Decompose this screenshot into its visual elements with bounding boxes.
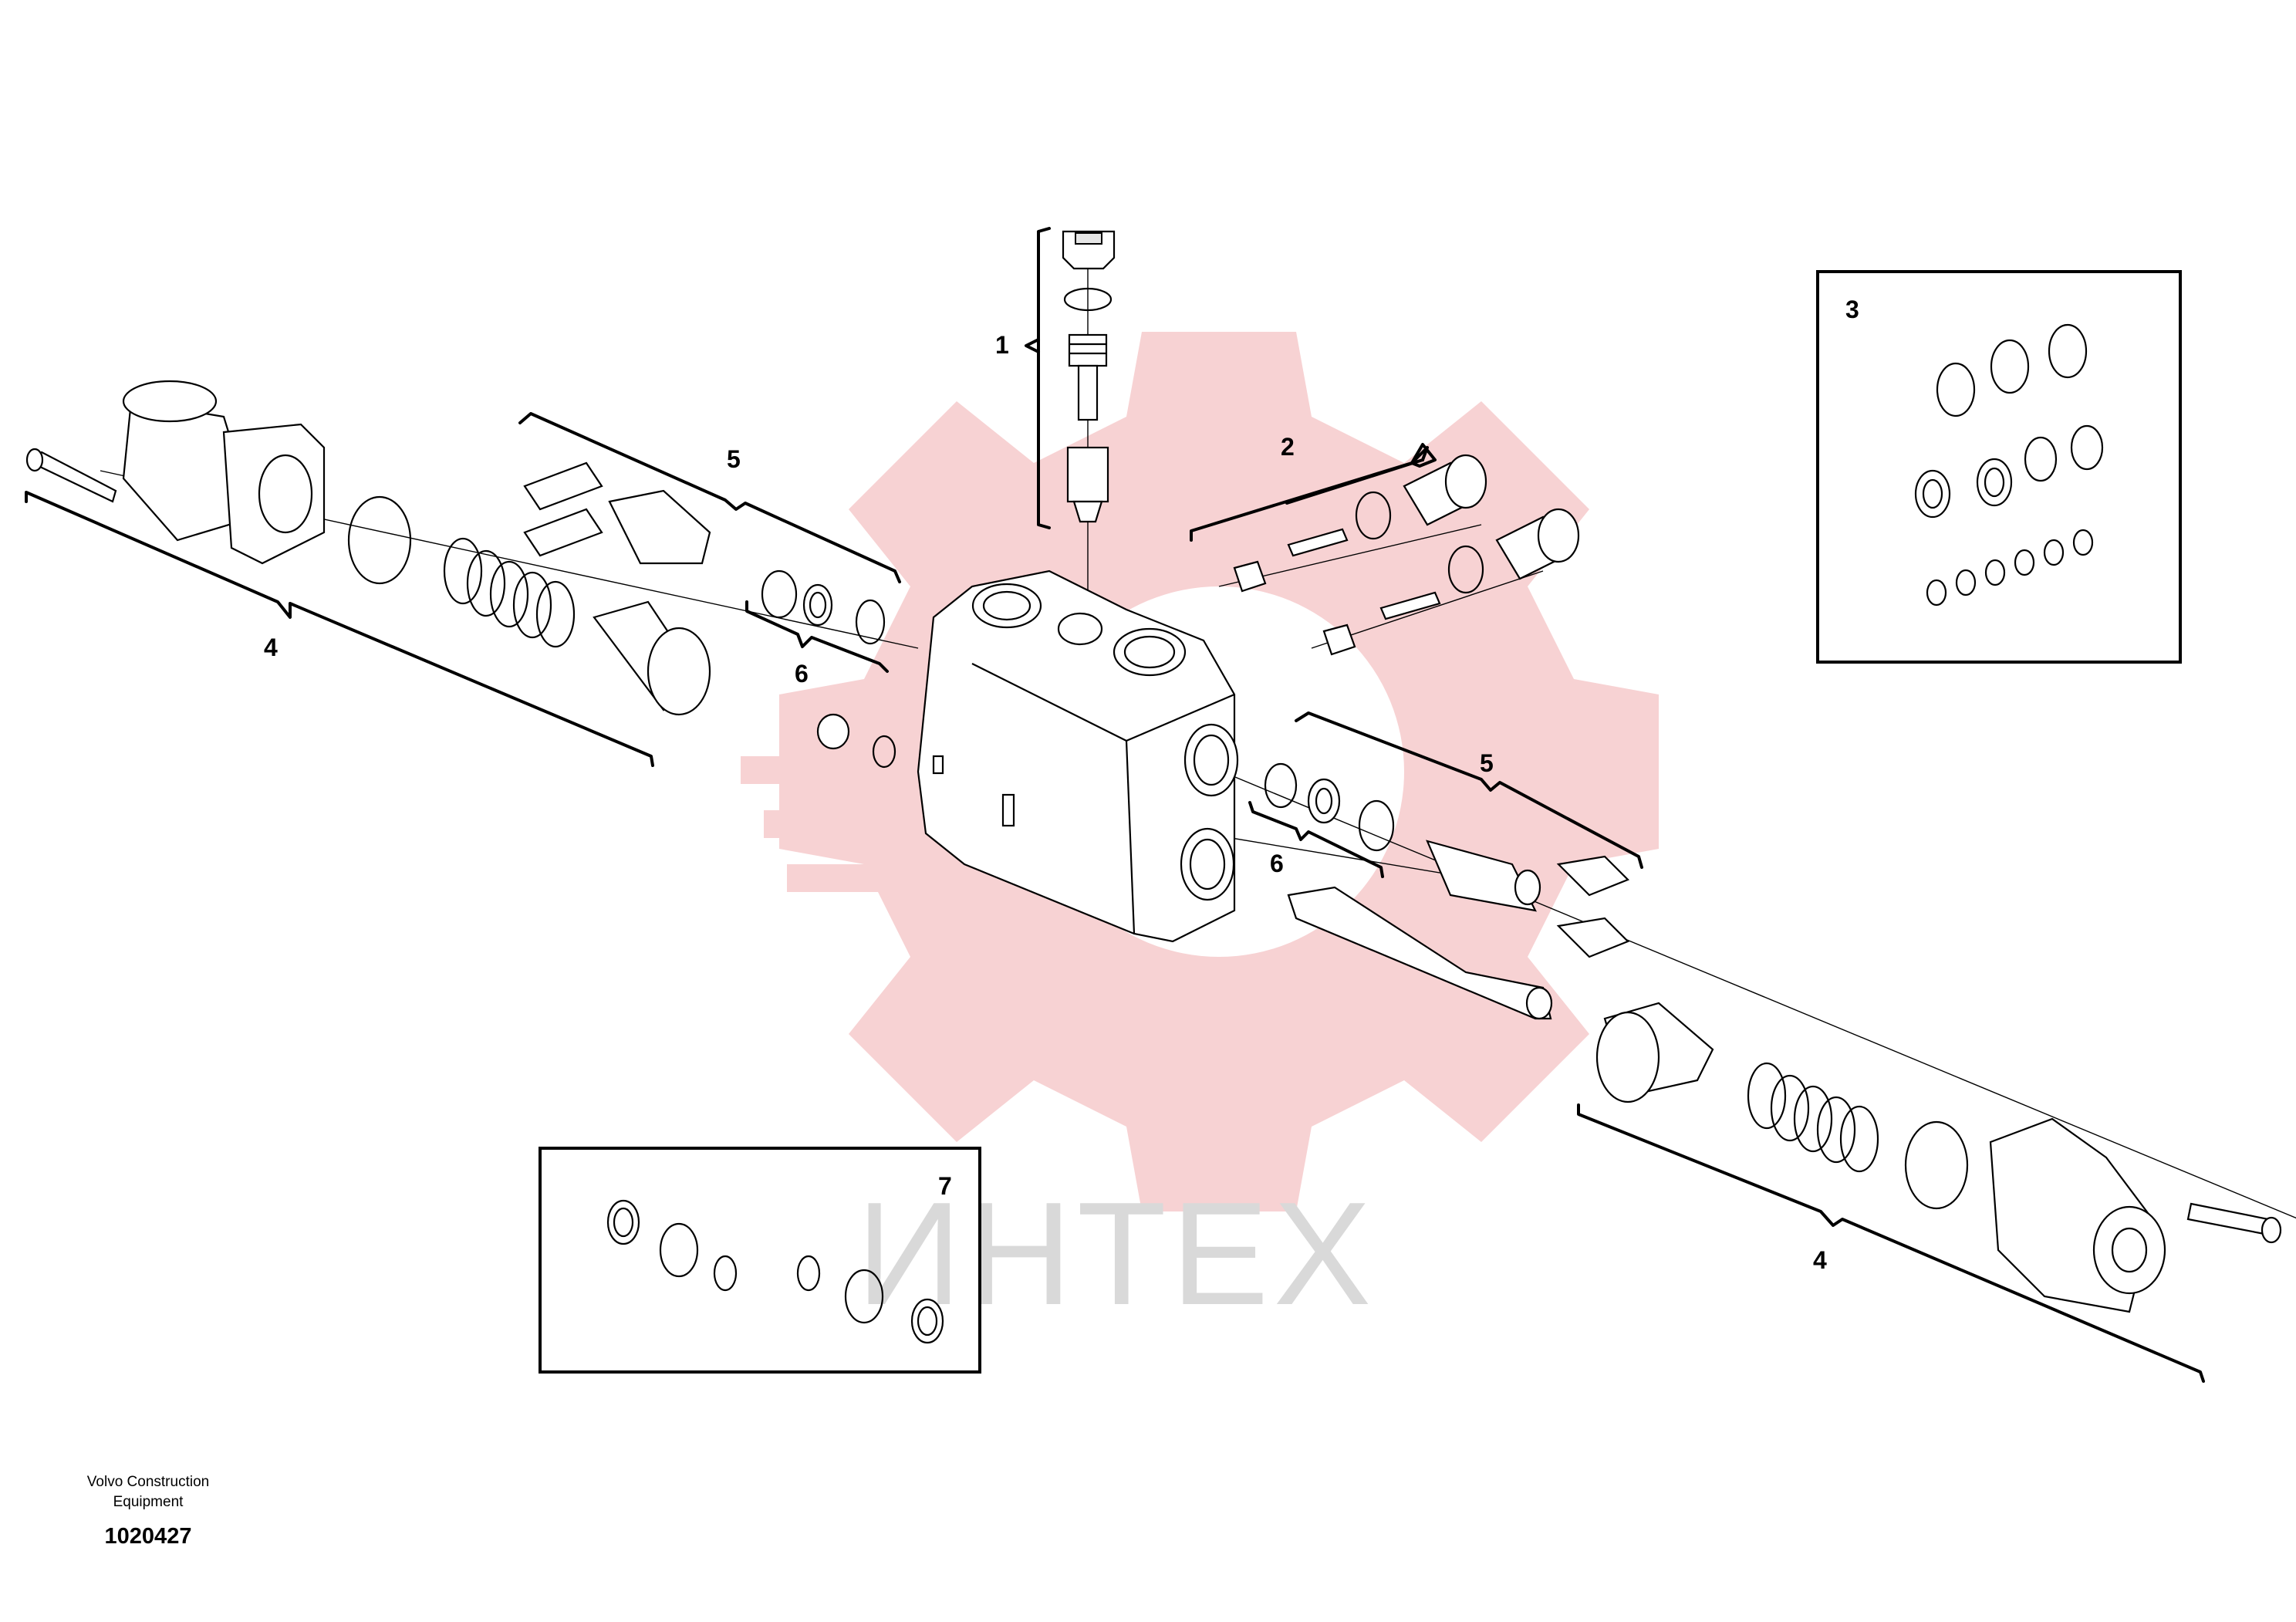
footer-block: Volvo Construction Equipment 1020427: [87, 1474, 209, 1549]
part-4-left-end-cap-assembly[interactable]: [25, 380, 711, 716]
watermark-gear-logo: [741, 332, 1659, 1211]
part-1-vertical-valve[interactable]: [1062, 230, 1116, 523]
part-4-right-end-cap-assembly[interactable]: [1595, 1002, 2282, 1313]
part-5-right-relief-valve[interactable]: [1426, 840, 1629, 958]
callout-3: 3: [1845, 296, 1859, 323]
callout-6-right: 6: [1270, 850, 1284, 877]
valve-housing[interactable]: [917, 569, 1239, 943]
callout-4-left: 4: [264, 634, 278, 661]
part-2-check-valves[interactable]: [1233, 454, 1580, 656]
callout-labels: 1 2 3 4 4 5 5 6 6 7: [264, 296, 1859, 1274]
spool[interactable]: [1287, 886, 1553, 1020]
callout-2: 2: [1281, 433, 1295, 461]
footer-doc-number: 1020427: [105, 1524, 192, 1549]
watermark-text: ИНТЕХ: [856, 1172, 1376, 1336]
part-6-left-seals[interactable]: [802, 583, 896, 769]
seal-kit-7-box[interactable]: [539, 1147, 981, 1374]
callout-6-left: 6: [795, 660, 809, 688]
part-5-left-relief-valve[interactable]: [523, 461, 798, 619]
footer-company-line-2: Equipment: [113, 1494, 184, 1510]
callout-7: 7: [938, 1172, 952, 1200]
part-6-right-seals[interactable]: [1264, 762, 1395, 852]
callout-4-right: 4: [1813, 1246, 1827, 1274]
callout-1: 1: [995, 331, 1009, 359]
seal-kit-3-box[interactable]: [1816, 270, 2182, 664]
callout-5-right: 5: [1480, 749, 1494, 777]
footer-company-line-1: Volvo Construction: [87, 1474, 209, 1490]
callout-5-left: 5: [727, 445, 741, 473]
group-brackets: [25, 227, 2205, 1383]
